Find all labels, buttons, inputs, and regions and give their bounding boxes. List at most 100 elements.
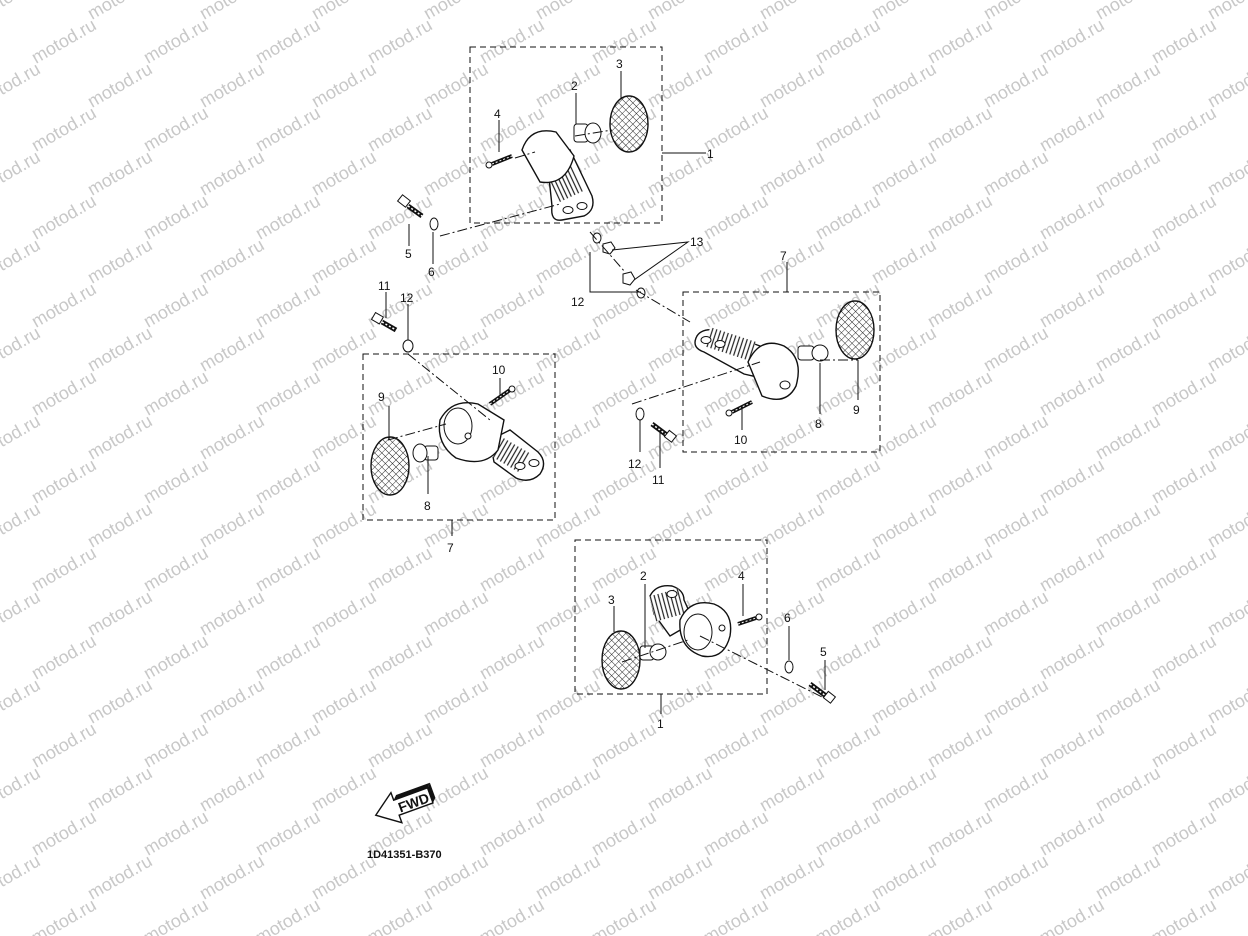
assembly-axis	[514, 151, 536, 159]
watermark-text: motod.ru	[252, 631, 324, 684]
watermark-text: motod.ru	[84, 59, 156, 112]
lens	[370, 436, 410, 496]
watermark-text: motod.ru	[1204, 323, 1248, 376]
watermark-text: motod.ru	[868, 323, 940, 376]
watermark-text: motod.ru	[924, 367, 996, 420]
watermark-text: motod.ru	[0, 587, 44, 640]
watermark-text: motod.ru	[1204, 411, 1248, 464]
watermark-text: motod.ru	[812, 103, 884, 156]
watermark-text: motod.ru	[364, 279, 436, 332]
watermark-text: motod.ru	[980, 59, 1052, 112]
watermark-text: motod.ru	[196, 0, 268, 23]
watermark-text: motod.ru	[756, 59, 828, 112]
callout-3: 3	[616, 57, 623, 71]
watermark-text: motod.ru	[756, 763, 828, 816]
callout-4: 4	[494, 107, 501, 121]
watermark-text: motod.ru	[476, 15, 548, 68]
assembly-axis	[621, 639, 689, 663]
watermark-text: motod.ru	[0, 235, 44, 288]
nut	[622, 271, 636, 286]
watermark-text: motod.ru	[1148, 367, 1220, 420]
callout-1: 1	[707, 147, 714, 161]
watermark-text: motod.ru	[28, 719, 100, 772]
screw	[485, 154, 513, 169]
watermark-text: motod.ru	[924, 103, 996, 156]
watermark-text: motod.ru	[196, 499, 268, 552]
watermark-text: motod.ru	[644, 499, 716, 552]
watermark-text: motod.ru	[644, 411, 716, 464]
watermark-text: motod.ru	[84, 587, 156, 640]
watermark-text: motod.ru	[252, 15, 324, 68]
watermark-text: motod.ru	[1036, 543, 1108, 596]
washer	[635, 407, 645, 421]
watermark-text: motod.ru	[1204, 675, 1248, 728]
watermark-text: motod.ru	[588, 367, 660, 420]
watermark-text: motod.ru	[588, 895, 660, 936]
watermark-text: motod.ru	[1148, 15, 1220, 68]
watermark-text: motod.ru	[1204, 851, 1248, 904]
stem-hole	[700, 336, 712, 344]
watermark-text: motod.ru	[588, 15, 660, 68]
watermark-text: motod.ru	[140, 367, 212, 420]
watermark-text: motod.ru	[252, 807, 324, 860]
watermark-text: motod.ru	[0, 59, 44, 112]
arrow-shadow	[427, 782, 436, 803]
flasher-housing	[521, 130, 575, 184]
watermark-text: motod.ru	[868, 851, 940, 904]
watermark-text: motod.ru	[924, 895, 996, 936]
watermark-text: motod.ru	[868, 587, 940, 640]
watermark-text: motod.ru	[84, 323, 156, 376]
lens	[835, 300, 875, 360]
watermark-text: motod.ru	[588, 279, 660, 332]
watermark-text: motod.ru	[308, 763, 380, 816]
watermark-text: motod.ru	[980, 675, 1052, 728]
watermark-text: motod.ru	[532, 235, 604, 288]
watermark-text: motod.ru	[1148, 631, 1220, 684]
watermark-text: motod.ru	[1036, 279, 1108, 332]
watermark-text: motod.ru	[980, 499, 1052, 552]
watermark-text: motod.ru	[1036, 455, 1108, 508]
watermark-text: motod.ru	[140, 631, 212, 684]
watermark-text: motod.ru	[420, 147, 492, 200]
watermark-text: motod.ru	[364, 543, 436, 596]
callout-10: 10	[492, 363, 506, 377]
watermark-text: motod.ru	[588, 455, 660, 508]
watermark-text: motod.ru	[476, 719, 548, 772]
housing-opening	[683, 613, 713, 651]
callout-5: 5	[405, 247, 412, 261]
watermark-text: motod.ru	[980, 147, 1052, 200]
watermark-text: motod.ru	[1148, 455, 1220, 508]
watermark-text: motod.ru	[84, 499, 156, 552]
watermark-text: motod.ru	[420, 235, 492, 288]
watermark-text: motod.ru	[924, 631, 996, 684]
watermark-text: motod.ru	[252, 719, 324, 772]
watermark-text: motod.ru	[700, 15, 772, 68]
watermark-text: motod.ru	[532, 323, 604, 376]
watermark-text: motod.ru	[0, 323, 44, 376]
watermark-text: motod.ru	[1148, 103, 1220, 156]
watermark-text: motod.ru	[700, 895, 772, 936]
watermark-text: motod.ru	[0, 851, 44, 904]
watermark-text: motod.ru	[140, 191, 212, 244]
callout-12: 12	[628, 457, 642, 471]
watermark-text: motod.ru	[1148, 543, 1220, 596]
watermark-text: motod.ru	[140, 103, 212, 156]
watermark-text: motod.ru	[84, 851, 156, 904]
watermark-text: motod.ru	[28, 367, 100, 420]
watermark-text: motod.ru	[980, 0, 1052, 23]
watermark-text: motod.ru	[1092, 411, 1164, 464]
watermark-text: motod.ru	[0, 499, 44, 552]
watermark-text: motod.ru	[756, 235, 828, 288]
watermark-text: motod.ru	[196, 411, 268, 464]
stem-hole	[528, 459, 540, 467]
watermark-text: motod.ru	[1148, 895, 1220, 936]
watermark-text: motod.ru	[476, 631, 548, 684]
watermark-text: motod.ru	[1036, 191, 1108, 244]
bolt	[808, 682, 837, 704]
watermark-text: motod.ru	[1148, 191, 1220, 244]
watermark-text: motod.ru	[924, 807, 996, 860]
assembly-box-1-lower	[574, 539, 768, 695]
watermark-text: motod.ru	[1036, 895, 1108, 936]
watermark-text: motod.ru	[644, 763, 716, 816]
callout-11: 11	[652, 473, 665, 487]
